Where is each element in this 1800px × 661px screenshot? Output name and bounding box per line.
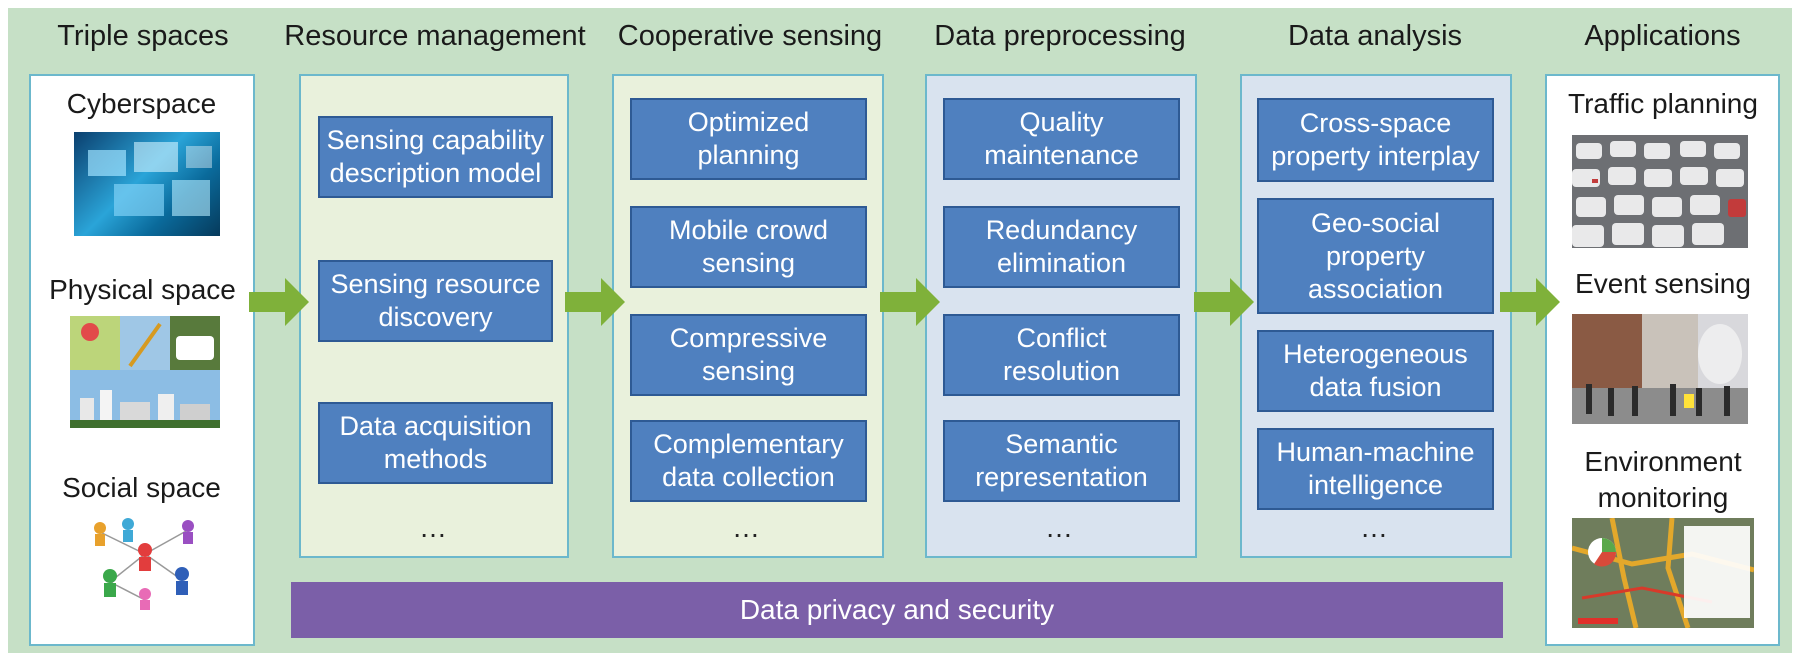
arrow-right-icon [565,278,625,326]
ellipsis-preprocessing: … [1045,512,1075,543]
label-environment-monitoring: Environment monitoring [1584,446,1742,513]
privacy-security-bar: Data privacy and security [291,582,1503,638]
label-traffic-planning: Traffic planning [1568,88,1758,119]
box-complementary-data-collection: Complementary data collection [630,420,867,502]
ellipsis-resource: … [419,512,449,543]
box-mobile-crowd-sensing: Mobile crowd sensing [630,206,867,288]
traffic-planning-image [1572,135,1748,248]
title-data-preprocessing: Data preprocessing [934,20,1186,52]
box-semantic-representation: Semantic representation [943,420,1180,502]
box-human-machine-intelligence: Human-machine intelligence [1257,428,1494,510]
box-quality-maintenance: Quality maintenance [943,98,1180,180]
physical-space-image [70,316,220,428]
ellipsis-analysis: … [1360,512,1390,543]
box-data-acquisition: Data acquisition methods [318,402,553,484]
social-space-image [70,512,220,610]
arrow-right-icon [1194,278,1254,326]
box-sensing-resource-discovery: Sensing resource discovery [318,260,553,342]
box-cross-space-property: Cross-space property interplay [1257,98,1494,182]
arrow-right-icon [1500,278,1560,326]
ellipsis-sensing: … [732,512,762,543]
title-data-analysis: Data analysis [1287,20,1463,52]
box-conflict-resolution: Conflict resolution [943,314,1180,396]
title-resource-management: Resource management [284,20,586,52]
box-compressive-sensing: Compressive sensing [630,314,867,396]
diagram-canvas [8,8,1792,653]
environment-monitoring-image [1572,518,1754,628]
label-event-sensing: Event sensing [1575,268,1751,299]
event-sensing-image [1572,314,1748,424]
cyberspace-image [74,132,220,236]
arrow-right-icon [880,278,940,326]
title-applications: Applications [1584,20,1741,52]
box-heterogeneous-fusion: Heterogeneous data fusion [1257,330,1494,412]
title-triple-spaces: Triple spaces [57,20,229,52]
title-cooperative-sensing: Cooperative sensing [617,20,883,52]
box-optimized-planning: Optimized planning [630,98,867,180]
box-sensing-capability: Sensing capability description model [318,116,553,198]
label-cyberspace: Cyberspace [66,88,217,119]
box-redundancy-elimination: Redundancy elimination [943,206,1180,288]
label-social-space: Social space [62,472,221,503]
label-physical-space: Physical space [49,274,236,305]
box-geo-social-association: Geo-social property association [1257,198,1494,314]
arrow-right-icon [249,278,309,326]
